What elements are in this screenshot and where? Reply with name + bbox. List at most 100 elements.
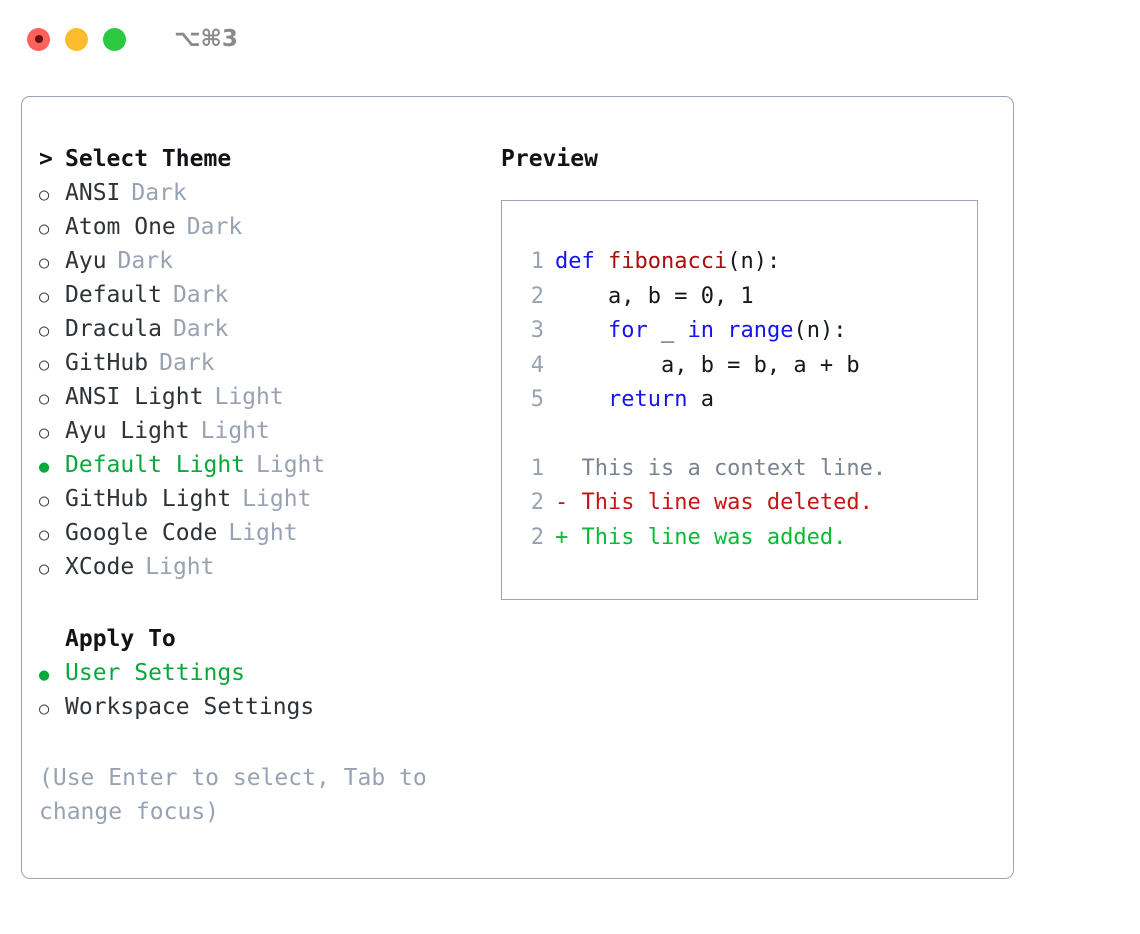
theme-list-item[interactable]: ○ ANSI Dark	[39, 176, 489, 210]
preview-box: 1 def fibonacci (n): 2 a, b = 0, 1 3 for _ i…	[501, 200, 978, 600]
theme-list-item[interactable]: ○ Dracula Dark	[39, 312, 489, 346]
code-text: return a	[555, 383, 714, 418]
code-text: a, b = b, a + b	[555, 349, 860, 384]
radio-unselected-icon[interactable]: ○	[39, 525, 50, 545]
line-number: 4	[530, 352, 544, 378]
window-controls	[27, 27, 126, 51]
code-token: a	[687, 387, 714, 412]
theme-list-item[interactable]: ○ GitHub Light Light	[39, 482, 489, 516]
radio-unselected-icon[interactable]: ○	[39, 423, 50, 443]
theme-name-label: Dracula	[65, 316, 162, 342]
apply-to-title: Apply To	[65, 626, 176, 652]
code-sample: 1 def fibonacci (n): 2 a, b = 0, 1 3 for _ i…	[518, 245, 973, 555]
recording-dot-icon	[34, 35, 43, 43]
title-bar: ⌥⌘3	[0, 0, 1140, 78]
maximize-button-icon[interactable]	[103, 27, 126, 51]
radio-unselected-icon[interactable]: ○	[39, 253, 50, 273]
radio-unselected-icon[interactable]: ○	[39, 699, 50, 719]
code-text: a, b = 0, 1	[555, 280, 754, 315]
theme-category-tag: Light	[200, 418, 270, 444]
line-number: 1	[530, 455, 544, 481]
code-token: range	[727, 318, 794, 343]
code-text: for _ in range(n):	[555, 314, 846, 349]
code-token: fibonacci	[607, 249, 728, 274]
code-line: 3 for _ in range(n):	[518, 314, 973, 349]
theme-category-tag: Light	[214, 384, 284, 410]
radio-unselected-icon[interactable]: ○	[39, 355, 50, 375]
keyboard-hint-text: (Use Enter to select, Tab to change focu…	[39, 765, 441, 825]
theme-category-tag: Light	[256, 452, 326, 478]
code-line: 4 a, b = b, a + b	[518, 349, 973, 384]
theme-name-label: Default	[65, 282, 162, 308]
theme-category-tag: Dark	[117, 248, 173, 274]
code-token: a, b = b, a + b	[555, 352, 860, 378]
code-token: for	[607, 318, 648, 343]
diff-line: 2- This line was deleted.	[518, 486, 973, 521]
theme-list-item[interactable]: ○ Google Code Light	[39, 516, 489, 550]
code-token: return	[607, 387, 688, 412]
minimize-button-icon[interactable]	[65, 27, 88, 51]
theme-category-tag: Dark	[131, 180, 187, 206]
preview-title: Preview	[501, 146, 598, 172]
theme-category-tag: Dark	[159, 350, 215, 376]
code-gap	[518, 418, 973, 452]
blank-marker-icon: o	[39, 622, 65, 656]
radio-unselected-icon[interactable]: ○	[39, 389, 50, 409]
code-token: a, b = 0, 1	[555, 283, 754, 309]
line-number: 1	[530, 249, 544, 274]
theme-name-label: XCode	[65, 554, 135, 580]
radio-unselected-icon[interactable]: ○	[39, 491, 50, 511]
radio-selected-icon[interactable]: ●	[39, 457, 50, 477]
diff-text-ctx: This is a context line.	[555, 455, 887, 481]
apply-to-label: Workspace Settings	[65, 694, 315, 720]
apply-to-item[interactable]: ○ Workspace Settings	[39, 690, 489, 724]
radio-unselected-icon[interactable]: ○	[39, 559, 50, 579]
theme-name-label: GitHub Light	[65, 486, 232, 512]
theme-name-label: Ayu Light	[65, 418, 190, 444]
diff-line: 1 This is a context line.	[518, 452, 973, 487]
theme-list-item[interactable]: ○ GitHub Dark	[39, 346, 489, 380]
line-number: 2	[530, 524, 544, 550]
theme-name-label: ANSI	[65, 180, 121, 206]
radio-unselected-icon[interactable]: ○	[39, 287, 50, 307]
theme-name-label: GitHub	[65, 350, 149, 376]
theme-list-item[interactable]: ● Default Light Light	[39, 448, 489, 482]
apply-to-item[interactable]: ●User Settings	[39, 656, 489, 690]
theme-list-item[interactable]: ○ Ayu Light Light	[39, 414, 489, 448]
theme-name-label: Default Light	[65, 452, 246, 478]
select-theme-header: > Select Theme	[39, 142, 489, 176]
keyboard-shortcut-label: ⌥⌘3	[174, 26, 238, 52]
close-button-icon[interactable]	[27, 27, 50, 51]
caret-icon: >	[39, 146, 53, 172]
radio-unselected-icon[interactable]: ○	[39, 321, 50, 341]
diff-text-del: - This line was deleted.	[555, 490, 873, 515]
section-spacer	[39, 584, 489, 622]
code-token: _	[647, 318, 688, 343]
apply-to-header: o Apply To	[39, 622, 489, 656]
theme-category-tag: Light	[242, 486, 312, 512]
preview-column: Preview 1 def fibonacci (n): 2 a, b = 0, 1 3…	[501, 142, 991, 600]
theme-category-tag: Light	[228, 520, 298, 546]
code-token	[555, 318, 608, 343]
theme-name-label: Google Code	[65, 520, 218, 546]
radio-unselected-icon[interactable]: ○	[39, 185, 50, 205]
code-token	[714, 318, 727, 343]
code-token: def	[555, 249, 608, 274]
diff-line: 2+ This line was added.	[518, 521, 973, 556]
syntax-code-lines: 1 def fibonacci (n): 2 a, b = 0, 1 3 for _ i…	[518, 245, 973, 418]
radio-selected-icon[interactable]: ●	[39, 665, 50, 685]
line-number: 2	[530, 283, 544, 309]
radio-unselected-icon[interactable]: ○	[39, 219, 50, 239]
code-token: in	[687, 318, 714, 343]
theme-category-tag: Dark	[172, 316, 229, 342]
code-token: (n):	[793, 318, 847, 343]
